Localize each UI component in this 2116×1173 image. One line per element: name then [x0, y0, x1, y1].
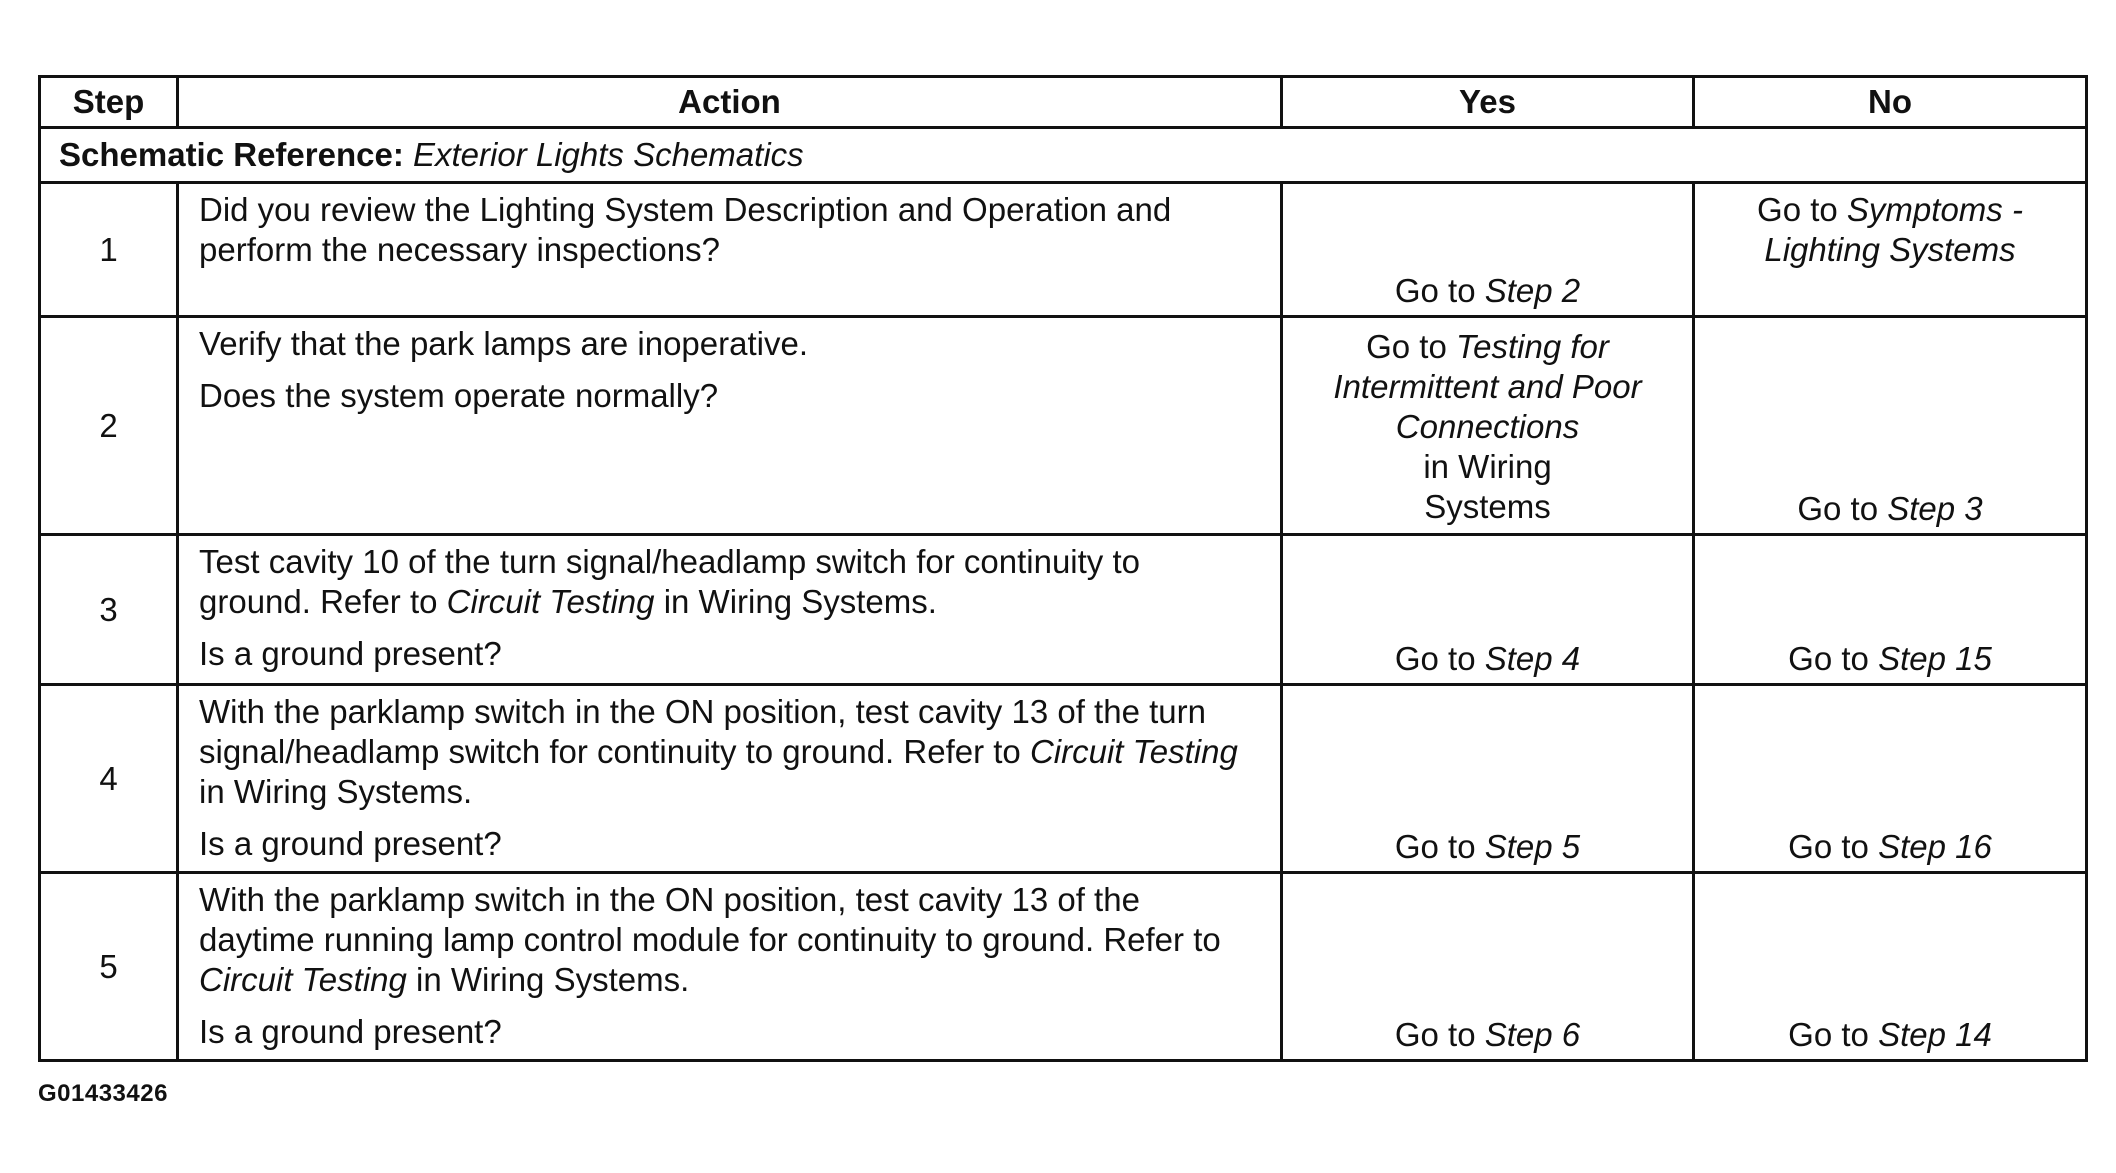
step-number: 1 [38, 181, 179, 318]
no-prefix: Go to [1797, 490, 1879, 527]
action-text-pre: With the parklamp switch in the ON posit… [199, 881, 1221, 958]
no-cell: Go to Step 16 [1692, 683, 2088, 874]
action-text: With the parklamp switch in the ON posit… [199, 692, 1260, 812]
yes-prefix: Go to [1394, 828, 1476, 865]
yes-suffix-line2: Systems [1424, 487, 1551, 525]
step-number: 5 [38, 871, 179, 1062]
action-text: With the parklamp switch in the ON posit… [199, 880, 1260, 1000]
circuit-testing-link[interactable]: Circuit Testing [446, 583, 655, 620]
circuit-testing-link[interactable]: Circuit Testing [1029, 733, 1238, 770]
no-cell: Go to Step 15 [1692, 533, 2088, 686]
action-cell: Verify that the park lamps are inoperati… [176, 315, 1283, 536]
table-row: 3 Test cavity 10 of the turn signal/head… [38, 533, 2088, 686]
action-text: Did you review the Lighting System Descr… [199, 191, 1172, 268]
no-step-link[interactable]: Step 14 [1878, 1016, 1992, 1053]
table-row: 1 Did you review the Lighting System Des… [38, 181, 2088, 318]
action-text: Verify that the park lamps are inoperati… [199, 325, 808, 362]
no-symptoms-link-line2[interactable]: Lighting Systems [1764, 231, 2016, 268]
yes-cell: Go to Testing for Intermittent and Poor … [1280, 315, 1695, 536]
diagnostic-table: Step Action Yes No Schematic Reference: … [38, 75, 2088, 1062]
yes-step-link[interactable]: Step 4 [1484, 640, 1581, 677]
table-row: 5 With the parklamp switch in the ON pos… [38, 871, 2088, 1062]
yes-suffix: in Wiring [1423, 447, 1552, 485]
action-text: Test cavity 10 of the turn signal/headla… [199, 542, 1260, 622]
yes-prefix: Go to [1394, 272, 1476, 309]
table-row: 2 Verify that the park lamps are inopera… [38, 315, 2088, 536]
no-prefix: Go to [1788, 828, 1869, 865]
yes-cell: Go to Step 2 [1280, 181, 1695, 318]
action-question: Is a ground present? [199, 1013, 502, 1050]
yes-step-link[interactable]: Step 2 [1484, 272, 1581, 309]
no-cell: Go to Symptoms - Lighting Systems [1692, 181, 2088, 318]
action-text-pre: Test cavity 10 of the turn signal/headla… [199, 543, 1140, 620]
no-prefix: Go to [1788, 640, 1869, 677]
schematic-reference-row: Schematic Reference: Exterior Lights Sch… [38, 126, 2088, 184]
no-cell: Go to Step 14 [1692, 871, 2088, 1062]
circuit-testing-link[interactable]: Circuit Testing [199, 961, 407, 998]
step-number: 4 [38, 683, 179, 874]
yes-step-link[interactable]: Step 6 [1484, 1016, 1581, 1053]
action-text-post: in Wiring Systems. [199, 773, 473, 810]
yes-step-link[interactable]: Step 5 [1484, 828, 1581, 865]
action-text-post: in Wiring Systems. [416, 961, 690, 998]
yes-testing-link[interactable]: Testing for [1456, 327, 1609, 365]
step-number: 2 [38, 315, 179, 536]
action-question: Is a ground present? [199, 825, 502, 862]
action-question: Is a ground present? [199, 635, 502, 672]
schematic-reference: Schematic Reference: Exterior Lights Sch… [38, 126, 2088, 184]
header-step: Step [38, 75, 179, 129]
action-cell: With the parklamp switch in the ON posit… [176, 871, 1283, 1062]
header-row: Step Action Yes No [38, 75, 2088, 129]
header-action: Action [176, 75, 1283, 129]
yes-prefix: Go to [1394, 1016, 1476, 1053]
no-prefix: Go to [1788, 1016, 1869, 1053]
schematic-reference-link[interactable]: Exterior Lights Schematics [413, 136, 804, 173]
yes-cell: Go to Step 4 [1280, 533, 1695, 686]
yes-cell: Go to Step 6 [1280, 871, 1695, 1062]
no-prefix: Go to [1757, 191, 1838, 228]
action-cell: Did you review the Lighting System Descr… [176, 181, 1283, 318]
header-yes: Yes [1280, 75, 1695, 129]
schematic-reference-label: Schematic Reference: [59, 136, 404, 173]
no-cell: Go to Step 3 [1692, 315, 2088, 536]
no-step-link[interactable]: Step 3 [1887, 490, 1983, 527]
table-row: 4 With the parklamp switch in the ON pos… [38, 683, 2088, 874]
action-text-post: in Wiring Systems. [663, 583, 937, 620]
action-text-pre: With the parklamp switch in the ON posit… [199, 693, 1206, 770]
no-symptoms-link[interactable]: Symptoms - [1846, 191, 2023, 228]
yes-prefix: Go to [1366, 327, 1447, 365]
header-no: No [1692, 75, 2088, 129]
no-step-link[interactable]: Step 15 [1878, 640, 1992, 677]
action-cell: Test cavity 10 of the turn signal/headla… [176, 533, 1283, 686]
yes-prefix: Go to [1394, 640, 1476, 677]
action-cell: With the parklamp switch in the ON posit… [176, 683, 1283, 874]
step-number: 3 [38, 533, 179, 686]
action-question: Does the system operate normally? [199, 377, 719, 414]
yes-testing-link-line2[interactable]: Intermittent and Poor [1333, 367, 1642, 405]
figure-id: G01433426 [38, 1080, 168, 1107]
yes-testing-link-line3[interactable]: Connections [1395, 407, 1580, 445]
no-step-link[interactable]: Step 16 [1878, 828, 1992, 865]
yes-cell: Go to Step 5 [1280, 683, 1695, 874]
